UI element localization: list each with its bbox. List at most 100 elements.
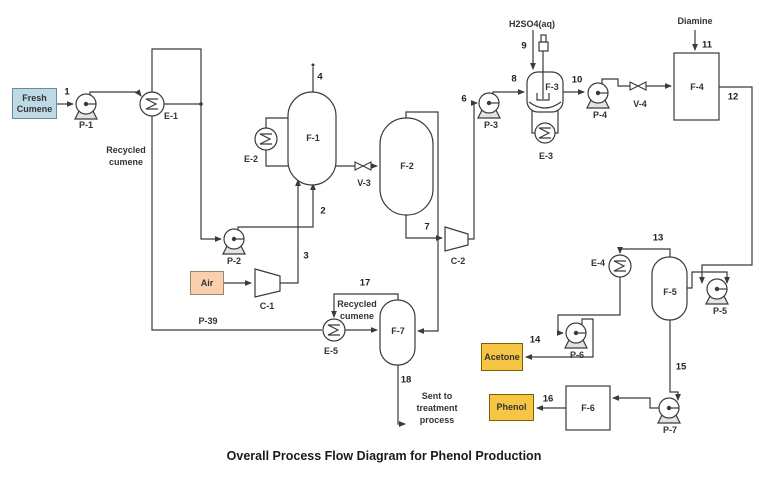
- pipe-stream-3: [280, 179, 301, 284]
- vent-dot: [311, 63, 315, 67]
- acetone-box: Acetone: [481, 343, 523, 371]
- vessel-f5: [651, 256, 688, 321]
- pipe-stream-8: [492, 89, 525, 95]
- pipe-stream-12: [699, 86, 753, 284]
- stream-12: 12: [727, 91, 739, 103]
- air-box: Air: [190, 271, 224, 295]
- label-f6: F-6: [581, 403, 595, 413]
- exchanger-e3: [534, 122, 556, 144]
- pump-p2: [222, 228, 246, 255]
- vessel-f4: [673, 52, 720, 121]
- pipe-stream-18: [397, 365, 406, 427]
- label-p2: P-2: [226, 256, 242, 266]
- label-p5: P-5: [712, 306, 728, 316]
- label-f3: F-3: [545, 82, 559, 92]
- label-f4: F-4: [690, 82, 704, 92]
- pipe-recycle-loop: [151, 48, 222, 242]
- compressor-c1: [254, 268, 281, 298]
- junction-dot: [199, 102, 203, 106]
- vessel-f3-jacket: [528, 101, 562, 109]
- label-e5: E-5: [323, 346, 339, 356]
- vessel-f6: [565, 385, 611, 431]
- pipe-stream-6: [468, 100, 478, 240]
- stream-10: 10: [571, 74, 583, 86]
- pump-p6: [564, 322, 588, 349]
- valve-v4: [629, 81, 647, 91]
- label-p1: P-1: [78, 120, 94, 130]
- exchanger-e4: [608, 254, 632, 278]
- pipe-stream-15: [669, 320, 681, 401]
- pipe-p5-f5: [687, 271, 730, 289]
- stream-18: 18: [400, 374, 412, 386]
- recycled-cumene-note: Recycled cumene: [106, 145, 146, 167]
- recycled-cumene-note-2: Recycled cumene: [337, 299, 377, 321]
- stream-17: 17: [359, 277, 371, 289]
- label-f5: F-5: [663, 287, 677, 297]
- label-e1: E-1: [163, 111, 179, 121]
- stream-9: 9: [521, 40, 527, 52]
- stream-8: 8: [511, 73, 517, 85]
- label-p4: P-4: [592, 110, 608, 120]
- label-p7: P-7: [662, 425, 678, 435]
- stream-16: 16: [542, 393, 554, 405]
- exchanger-e2: [254, 127, 278, 151]
- pump-p4: [586, 82, 610, 109]
- agitator-motor-top-icon: [540, 34, 547, 43]
- exchanger-e1: [139, 91, 165, 117]
- label-v3: V-3: [357, 178, 371, 188]
- stream-15: 15: [675, 361, 687, 373]
- stream-7: 7: [424, 221, 430, 233]
- compressor-c2: [444, 226, 469, 252]
- pump-p3: [477, 92, 501, 119]
- label-e2: E-2: [243, 154, 259, 164]
- pipe-p1-e1: [89, 89, 142, 97]
- stream-6: 6: [461, 93, 467, 105]
- pipe-p4-v4: [601, 78, 630, 87]
- vessel-f2: [379, 117, 434, 216]
- stream-1: 1: [64, 86, 70, 98]
- pipe-e3-left: [531, 110, 535, 134]
- stream-14: 14: [529, 334, 541, 346]
- pipe-e4-p6: [556, 277, 621, 336]
- sent-to-treatment-note: Sent to treatment process: [416, 391, 458, 425]
- h2so4-note: H2SO4(aq): [508, 19, 555, 29]
- pipe-e3-right: [555, 110, 559, 134]
- vessel-f7: [379, 299, 416, 366]
- label-e4: E-4: [590, 258, 606, 268]
- vessel-f1: [287, 91, 337, 186]
- vessel-f3: [526, 71, 564, 113]
- stream-2: 2: [320, 205, 326, 217]
- label-e3: E-3: [538, 151, 554, 161]
- pump-p1: [74, 93, 98, 120]
- pipe-stream-13: [617, 246, 671, 257]
- label-c1: C-1: [259, 301, 275, 311]
- stream-4: 4: [317, 71, 323, 83]
- pipe-p7-f6: [612, 395, 659, 409]
- pump-p5: [705, 278, 729, 305]
- pipe-stream-7: [405, 215, 443, 241]
- label-c2: C-2: [450, 256, 466, 266]
- pump-p7: [657, 397, 681, 424]
- pipe-stream-17: [331, 293, 399, 318]
- stream-13: 13: [652, 232, 664, 244]
- label-f2: F-2: [400, 161, 414, 171]
- agitator-motor-icon: [538, 41, 549, 52]
- valve-v3: [354, 161, 372, 171]
- label-p6: P-6: [569, 350, 585, 360]
- fresh-cumene-box: Fresh Cumene: [12, 88, 57, 119]
- agitator-impeller-icon: [536, 93, 550, 101]
- pipe-e2-bottom: [265, 150, 288, 167]
- stream-11: 11: [701, 39, 713, 51]
- diagram-title: Overall Process Flow Diagram for Phenol …: [226, 449, 542, 463]
- label-p3: P-3: [483, 120, 499, 130]
- exchanger-e5: [322, 318, 346, 342]
- diamine-note: Diamine: [677, 16, 713, 26]
- pipe-e2-top: [265, 117, 288, 128]
- p39-note: P-39: [198, 316, 218, 326]
- pipe-stream-2: [237, 183, 316, 230]
- label-f7: F-7: [391, 326, 405, 336]
- pipe-p39-recycle: [151, 116, 322, 331]
- label-f1: F-1: [306, 133, 320, 143]
